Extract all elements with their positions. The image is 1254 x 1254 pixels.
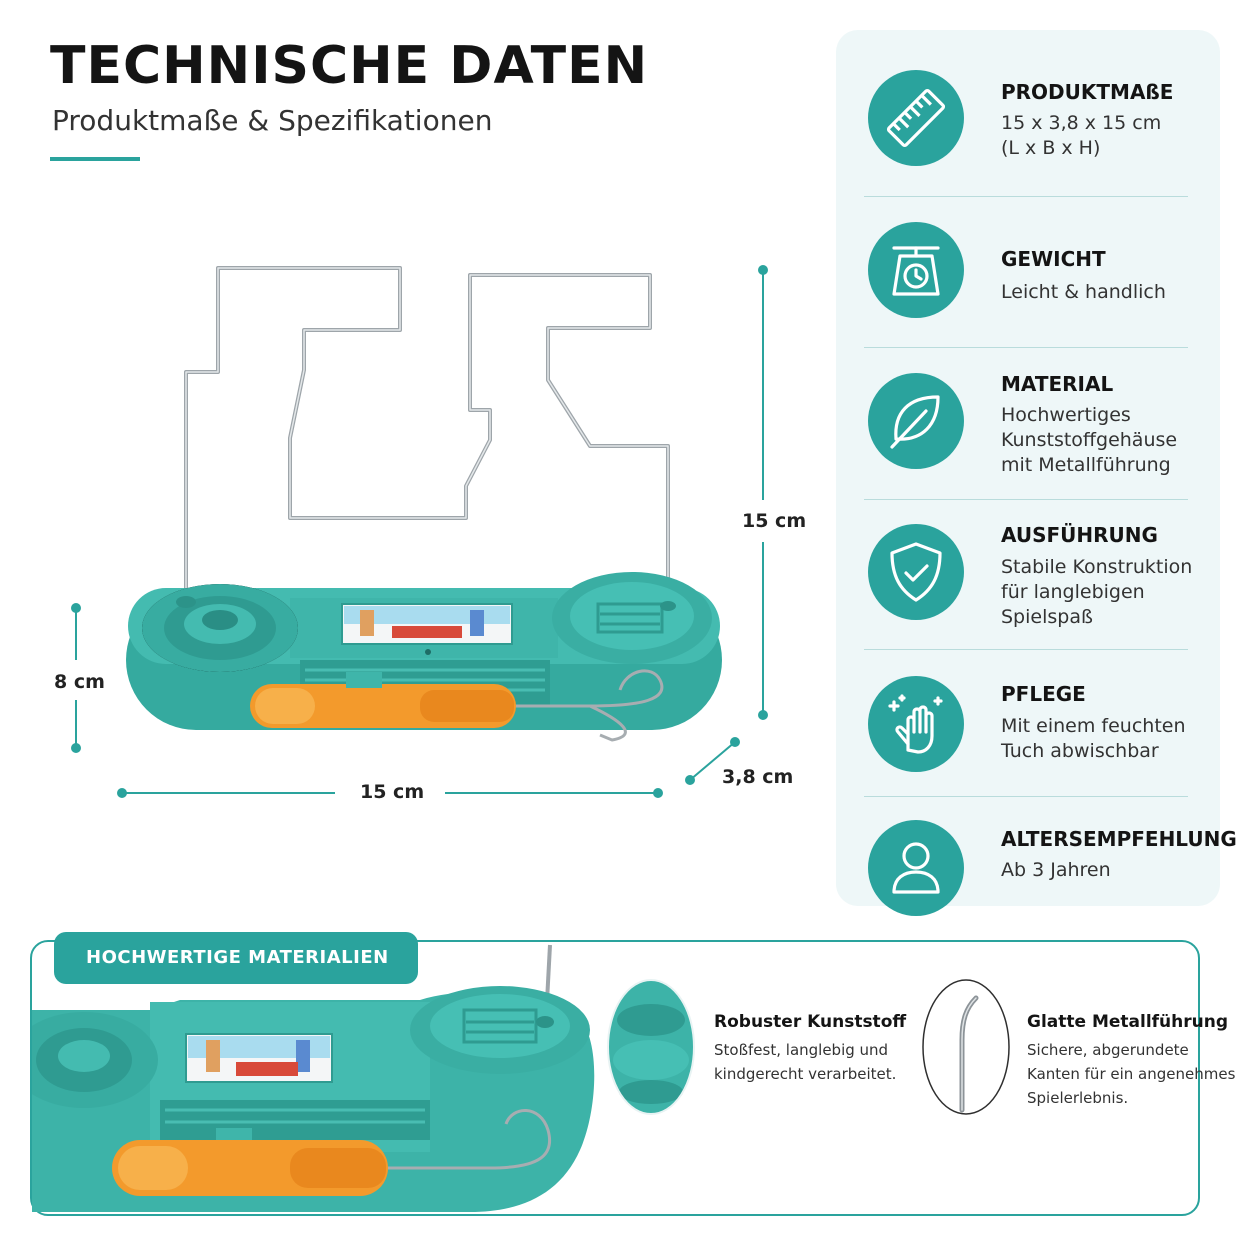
scale-icon: [868, 222, 964, 318]
page-subtitle: Produktmaße & Spezifikationen: [52, 104, 493, 137]
spec-text-line: Hochwertiges: [1001, 404, 1131, 426]
dimension-base-height-label: 8 cm: [54, 671, 105, 693]
shield-check-icon: [868, 524, 964, 620]
spec-title: ALTERSEMPFEHLUNG: [1001, 827, 1237, 851]
spec-title: PRODUKTMAßE: [1001, 80, 1174, 104]
spec-title: MATERIAL: [1001, 372, 1114, 396]
materials-illustration: [32, 944, 1010, 1212]
spec-text-line: Ab 3 Jahren: [1001, 859, 1111, 881]
spec-text-line: Leicht & handlich: [1001, 281, 1166, 303]
spec-text-line: für langlebigen: [1001, 581, 1145, 603]
spec-text-line: mit Metallführung: [1001, 454, 1171, 476]
cleaning-hand-icon: [868, 676, 964, 772]
page-title: TECHNISCHE DATEN: [50, 36, 649, 96]
spec-title: AUSFÜHRUNG: [1001, 523, 1158, 547]
product-illustration: [71, 265, 768, 798]
metal-detail-oval: [922, 979, 1010, 1115]
material-item-text: Sichere, abgerundete: [1027, 1041, 1189, 1059]
leaf-icon: [868, 373, 964, 469]
spec-text-line: Kunststoffgehäuse: [1001, 429, 1178, 451]
spec-divider: [864, 347, 1188, 348]
spec-text-line: Mit einem feuchten: [1001, 715, 1186, 737]
title-underline: [50, 157, 140, 161]
materials-badge: HOCHWERTIGE MATERIALIEN: [54, 932, 418, 984]
spec-text-line: Stabile Konstruktion: [1001, 556, 1193, 578]
materials-badge-label: HOCHWERTIGE MATERIALIEN: [86, 947, 389, 968]
dimension-height-label: 15 cm: [742, 510, 807, 532]
toy-closeup: [32, 944, 595, 1212]
spec-divider: [864, 196, 1188, 197]
dimension-width-label: 15 cm: [360, 781, 425, 803]
spec-text-line: Spielspaß: [1001, 606, 1093, 628]
dimension-lines: [71, 265, 768, 798]
spec-text-line: Tuch abwischbar: [1001, 740, 1159, 762]
spec-divider: [864, 649, 1188, 650]
materials-section: [30, 940, 1200, 1216]
ruler-icon: [868, 70, 964, 166]
material-item-text: kindgerecht verarbeitet.: [714, 1065, 897, 1083]
person-icon: [868, 820, 964, 916]
spec-divider: [864, 796, 1188, 797]
plastic-detail-oval: [607, 979, 695, 1115]
material-item-title: Glatte Metallführung: [1027, 1012, 1229, 1032]
material-item-title: Robuster Kunststoff: [714, 1012, 907, 1032]
material-item-text: Spielerlebnis.: [1027, 1089, 1129, 1107]
spec-divider: [864, 499, 1188, 500]
spec-text-line: (L x B x H): [1001, 137, 1101, 159]
dimension-depth-label: 3,8 cm: [722, 766, 794, 788]
spec-title: PFLEGE: [1001, 682, 1086, 706]
spec-text-line: 15 x 3,8 x 15 cm: [1001, 112, 1162, 134]
spec-title: GEWICHT: [1001, 247, 1106, 271]
wire-maze: [184, 266, 670, 600]
material-item-text: Kanten für ein angenehmes: [1027, 1065, 1236, 1083]
material-item-text: Stoßfest, langlebig und: [714, 1041, 889, 1059]
spec-panel: PRODUKTMAßE 15 x 3,8 x 15 cm (L x B x H)…: [836, 30, 1237, 916]
toy-handle: [250, 669, 664, 742]
